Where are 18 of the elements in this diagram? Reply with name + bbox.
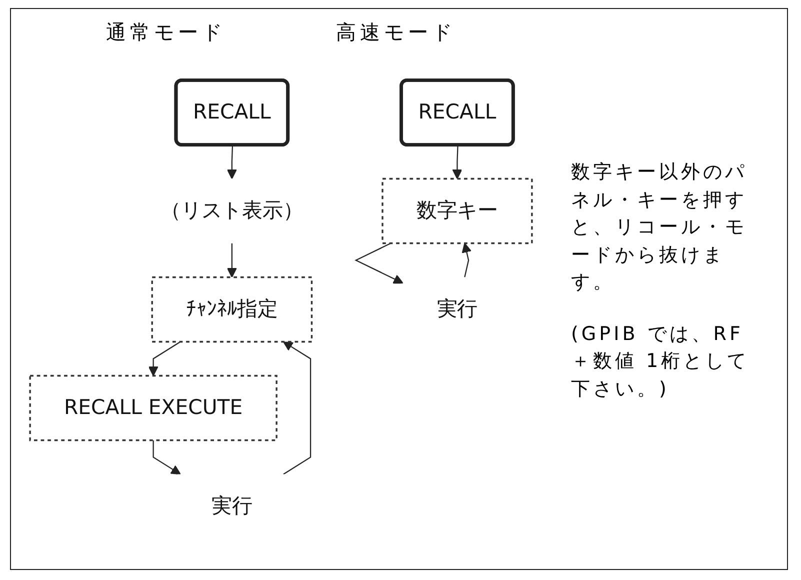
arrow — [354, 242, 404, 284]
arrow — [148, 341, 181, 376]
arrow — [152, 440, 181, 475]
arrow — [226, 243, 237, 278]
node-box: RECALL EXECUTE — [29, 374, 278, 442]
node-box: 数字キー — [382, 178, 533, 244]
arrow — [226, 145, 237, 180]
column-heading: 通常モード — [105, 19, 227, 46]
node-text: 実行 — [212, 494, 252, 518]
arrow — [452, 145, 462, 180]
column-heading: 高速モード — [335, 19, 457, 46]
arrow — [282, 341, 312, 475]
node-text: （リスト表示） — [160, 199, 304, 223]
note-text: 数字キー以外のパネル・キーを押すと、リコール・モードから抜けます。 — [571, 160, 748, 296]
arrow — [462, 242, 472, 278]
node-box: ﾁｬﾝﾈﾙ指定 — [151, 276, 313, 343]
note-text: (GPIB では、RF＋数値 1桁として下さい。) — [571, 322, 750, 402]
node-text: 実行 — [436, 298, 478, 322]
